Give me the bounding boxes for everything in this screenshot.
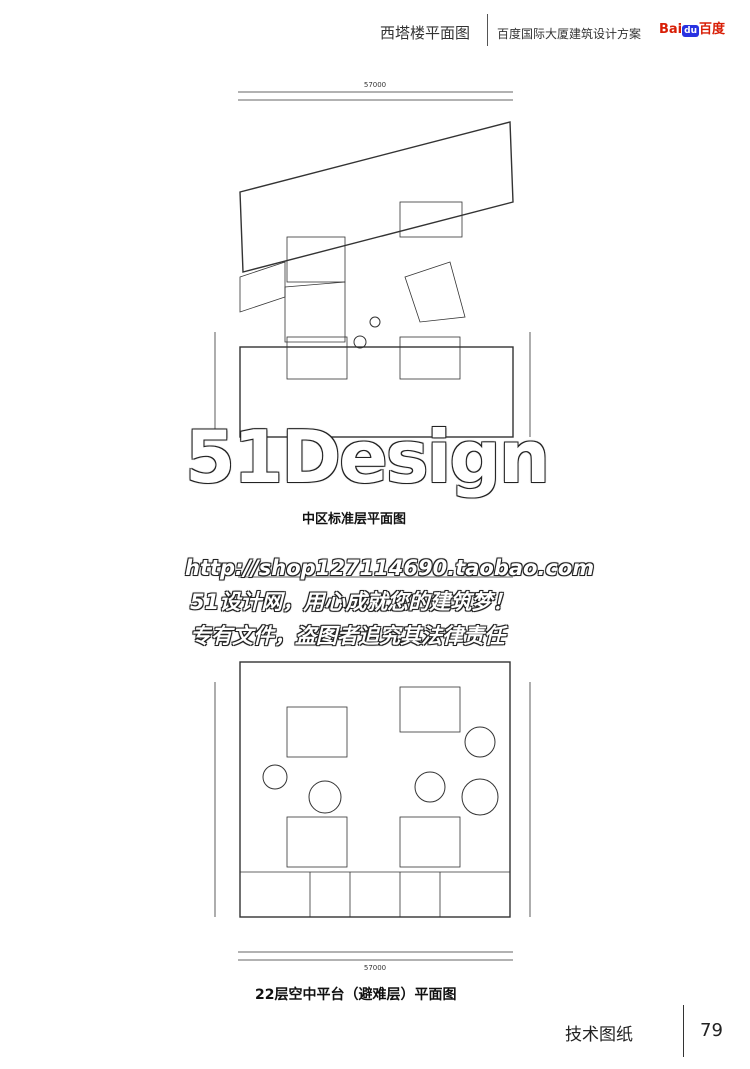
- watermark-brand: 51Design: [185, 415, 550, 499]
- svg-text:57000: 57000: [364, 82, 386, 89]
- page-number: 79: [700, 1020, 723, 1041]
- lower-plan-caption: 22层空中平台（避难层）平面图: [255, 987, 457, 1003]
- project-title: 百度国际大厦建筑设计方案: [497, 27, 642, 41]
- footer-divider: [683, 1005, 684, 1057]
- svg-text:57000: 57000: [364, 964, 386, 972]
- footer-label: 技术图纸: [565, 1025, 633, 1045]
- upper-plan-caption: 中区标准层平面图: [302, 512, 407, 527]
- header-divider: [487, 14, 488, 46]
- watermark-url: http://shop127114690.taobao.com: [185, 556, 595, 580]
- section-title: 西塔楼平面图: [380, 24, 471, 42]
- watermark-notice: 专有文件，盗图者追究其法律责任: [190, 624, 505, 648]
- floor-plans-drawing: 57000 57000: [214, 82, 531, 972]
- watermark-slogan: 51设计网，用心成就您的建筑梦！: [190, 590, 514, 614]
